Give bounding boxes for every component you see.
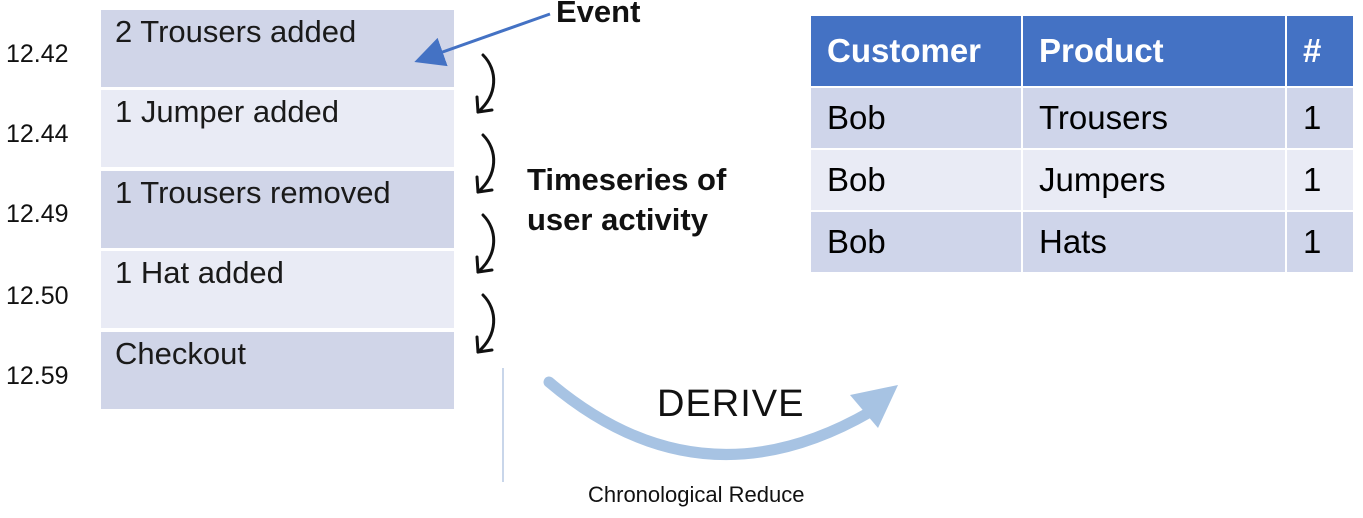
table-cell: Jumpers [1021, 148, 1287, 212]
table-cell: 1 [1285, 210, 1355, 274]
step-arrow-icon [475, 213, 496, 274]
table-row: Bob Jumpers 1 [809, 148, 1355, 212]
step-arrow-icon [475, 133, 496, 194]
event-row: 1 Hat added [101, 251, 454, 330]
table-cell: Trousers [1021, 86, 1287, 150]
step-arrow-icon [475, 293, 496, 354]
table-cell: Hats [1021, 210, 1287, 274]
event-row: 1 Trousers removed [101, 171, 454, 250]
derive-arrowhead-icon [850, 385, 898, 428]
chronological-reduce-label: Chronological Reduce [588, 482, 805, 507]
event-pointer-arrow [414, 12, 551, 67]
event-row: 1 Jumper added [101, 90, 454, 169]
table-header-row: Customer Product # [809, 14, 1355, 88]
table-cell: Bob [809, 86, 1023, 150]
table-cell: 1 [1285, 86, 1355, 150]
timestamp: 12.49 [6, 200, 69, 228]
event-label: Event [556, 0, 641, 29]
event-row: 2 Trousers added [101, 10, 454, 89]
table-cell: Bob [809, 210, 1023, 274]
table-cell: 1 [1285, 148, 1355, 212]
derive-arrow [543, 376, 876, 460]
timestamp: 12.42 [6, 40, 69, 68]
table-row: Bob Hats 1 [809, 210, 1355, 274]
event-row: Checkout [101, 332, 454, 411]
step-arrow-icon [475, 53, 496, 114]
result-table: Customer Product # Bob Trousers 1 Bob Ju… [809, 14, 1355, 274]
timestamp: 12.44 [6, 120, 69, 148]
timestamp: 12.50 [6, 282, 69, 310]
table-row: Bob Trousers 1 [809, 86, 1355, 150]
table-cell: Bob [809, 148, 1023, 212]
table-header: Product [1021, 14, 1287, 88]
table-header: # [1285, 14, 1355, 88]
timeseries-label: Timeseries of user activity [527, 162, 727, 237]
derive-label: DERIVE [657, 383, 805, 425]
timestamp: 12.59 [6, 362, 69, 390]
table-header: Customer [809, 14, 1023, 88]
